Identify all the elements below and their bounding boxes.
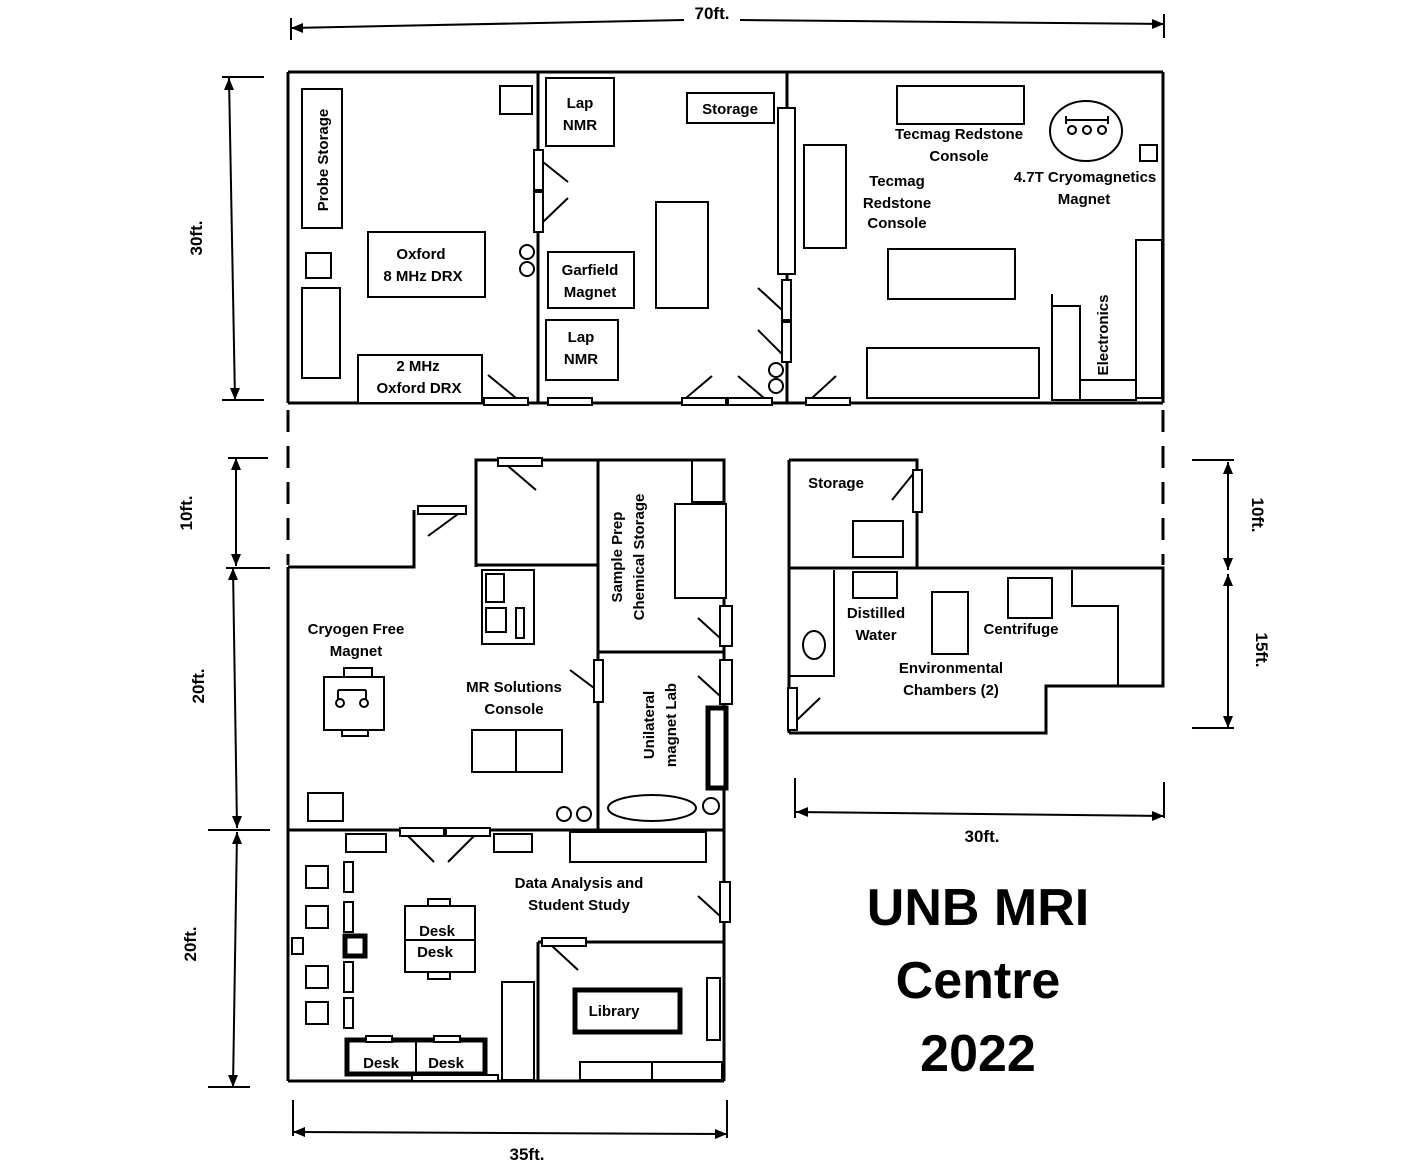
label-electronics: Electronics [1095,295,1112,376]
doors [399,107,923,971]
dim-left-20b: 20ft. [181,927,200,962]
label-oxford-8mhz-1: Oxford [396,246,445,263]
label-tecmag-side-3: Console [867,215,926,232]
label-lap-nmr-top-2: NMR [563,117,597,134]
label-garfield-2: Magnet [564,284,617,301]
label-centrifuge: Centrifuge [984,621,1059,638]
label-mr-solutions-2: Console [484,701,543,718]
label-cryogen-free-2: Magnet [330,643,383,660]
label-desk-2: Desk [417,944,454,961]
label-desk-3: Desk [363,1055,400,1072]
dim-top-height: 30ft. [187,221,206,256]
dim-right-15: 15ft. [1252,633,1271,668]
label-data-analysis-1: Data Analysis and [515,875,644,892]
dimension-labels: 70ft. 30ft. 10ft. 20ft. 20ft. 35ft. 30ft… [177,4,1271,1164]
label-lap-nmr-top-1: Lap [567,95,594,112]
probe-storage-cabinet [301,88,343,229]
dim-left-10: 10ft. [177,496,196,531]
door-slab [483,397,529,406]
title-line-1: UNB MRI [867,879,1089,937]
label-unilateral-2: magnet Lab [663,683,680,767]
title-line-2: Centre [896,952,1061,1010]
room-labels: Probe Storage Oxford 8 MHz DRX 2 MHz Oxf… [308,95,1157,1072]
label-probe-storage: Probe Storage [315,109,332,212]
dim-right-10: 10ft. [1248,498,1267,533]
label-cryogen-free-1: Cryogen Free [308,621,405,638]
dim-right-width: 30ft. [965,827,1000,846]
label-sample-prep-1: Sample Prep [609,512,626,603]
dim-top-width: 70ft. [695,4,730,23]
label-distilled-1: Distilled [847,605,905,622]
label-oxford-8mhz-2: 8 MHz DRX [383,268,462,285]
garfield-magnet [547,251,635,309]
label-oxford-2mhz-2: Oxford DRX [376,380,461,397]
storage-top [686,92,775,124]
label-cryomagnet-2: Magnet [1058,191,1111,208]
dimension-lines [208,14,1234,1139]
furniture [291,77,1163,1082]
oxford-2mhz-drx [357,354,483,404]
label-distilled-2: Water [855,627,896,644]
label-tecmag-side-1: Tecmag [869,173,925,190]
oxford-8mhz-drx [367,231,486,298]
label-data-analysis-2: Student Study [528,897,630,914]
cryogen-free-magnet [323,676,385,731]
dim-bottom-width: 35ft. [510,1145,545,1164]
label-cryomagnet-1: 4.7T Cryomagnetics [1014,169,1157,186]
title-line-3: 2022 [920,1025,1036,1083]
label-tecmag-top-2: Console [929,148,988,165]
label-tecmag-top-1: Tecmag Redstone [895,126,1023,143]
label-oxford-2mhz-1: 2 MHz [396,358,439,375]
tecmag-console-top [896,85,1025,125]
label-unilateral-1: Unilateral [641,691,658,759]
label-lap-nmr-bot-2: NMR [564,351,598,368]
cryomagnet-icon [1049,100,1123,162]
label-desk-4: Desk [428,1055,465,1072]
label-env-chambers-1: Environmental [899,660,1003,677]
label-sample-prep-2: Chemical Storage [631,494,648,621]
label-env-chambers-2: Chambers (2) [903,682,999,699]
label-storage-right: Storage [808,475,864,492]
label-tecmag-side-2: Redstone [863,195,931,212]
lap-nmr-top [545,77,615,147]
label-mr-solutions-1: MR Solutions [466,679,562,696]
label-garfield-1: Garfield [562,262,619,279]
label-library: Library [589,1003,641,1020]
dim-left-20a: 20ft. [189,669,208,704]
label-desk-1: Desk [419,923,456,940]
label-lap-nmr-bot-1: Lap [568,329,595,346]
title-block: UNB MRI Centre 2022 [867,879,1089,1083]
lap-nmr-bottom [545,319,619,381]
label-storage-top: Storage [702,101,758,118]
library-shelf [572,987,683,1035]
corridor-dashes [286,410,1165,565]
